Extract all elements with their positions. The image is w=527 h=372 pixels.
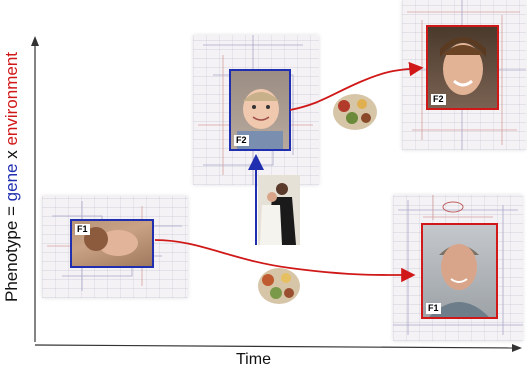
infant-figure [84,227,138,256]
food-plate-image [332,92,378,132]
environment-arrow-f1 [154,239,416,283]
generation-tag: F1 [75,224,90,235]
young-man-figure [440,37,486,95]
toddler-photo-f2: F2 [229,69,291,151]
environment-arrow-f2 [289,61,424,111]
y-label-gene: gene [2,163,21,202]
y-label-operator: x [2,145,21,164]
y-axis-label: Phenotype = gene x environment [2,2,22,302]
generation-tag: F1 [426,303,441,314]
older-man-photo-f1: F1 [421,223,498,319]
wedding-couple-photo [258,175,300,245]
x-axis-label: Time [236,351,271,368]
x-axis-line [34,344,517,349]
wedding-figures [258,175,300,245]
y-axis-arrowhead [31,36,39,46]
food-plate-image [257,266,301,306]
x-axis-arrowhead [512,344,522,352]
food-items [258,268,300,304]
older-man-figure [429,244,489,317]
y-label-environment: environment [2,51,21,146]
pathway-lines [393,195,523,335]
young-man-photo-f2: F2 [426,25,499,110]
food-items [333,94,377,130]
generation-tag: F2 [234,135,249,146]
generation-tag: F2 [431,94,446,105]
infant-photo-f1: F1 [70,219,154,268]
y-label-prefix: Phenotype = [2,201,21,302]
